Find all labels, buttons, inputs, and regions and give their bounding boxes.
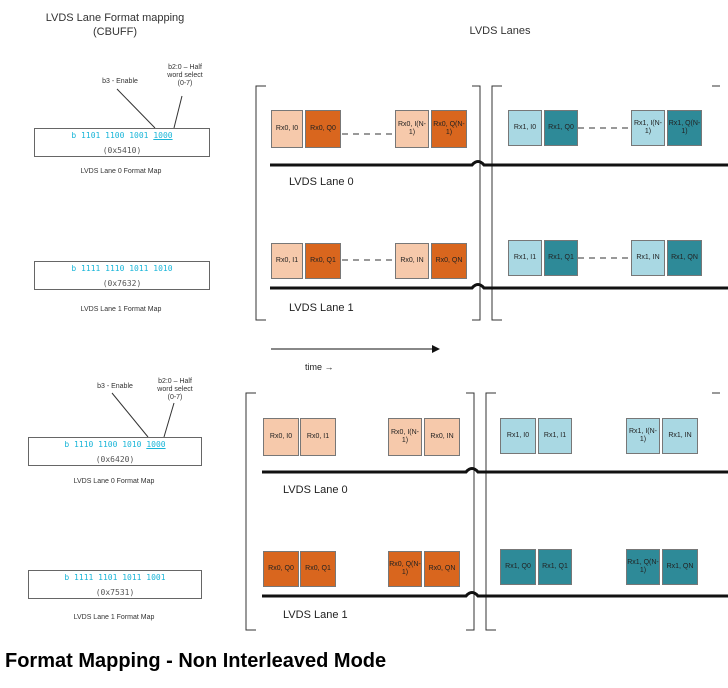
sample-cell: Rx0, QN [431,243,467,279]
sample-cell: Rx0, Q1 [305,243,341,279]
bits-underlined: 1000 [153,131,173,140]
sample-cell: Rx0, I(N-1) [388,418,422,456]
lane0-format-map-label: LVDS Lane 0 Format Map [73,478,155,485]
time-arrow [271,345,440,353]
sample-cell: Rx1, Q1 [538,549,572,585]
sample-cell: Rx0, Q(N-1) [431,110,467,148]
sample-cell: Rx1, I0 [508,110,542,146]
sample-cell: Rx0, Q0 [263,551,299,587]
sample-cell: Rx1, Q0 [544,110,578,146]
sample-cell: Rx0, I1 [271,243,303,279]
format-bits: b 1111 1101 1011 1001 [64,573,166,582]
sample-cell: Rx1, I(N-1) [631,110,665,146]
bits-underlined: 1000 [146,440,166,449]
half-word-arrow [163,402,175,438]
lvds-lanes-heading: LVDS Lanes [469,25,531,37]
sample-cell: Rx1, Q0 [500,549,536,585]
lane0-format-map-label: LVDS Lane 0 Format Map [80,168,162,175]
format-hex: (0x7531) [95,588,135,597]
sample-cell: Rx0, Q0 [305,110,341,148]
page-title: Format Mapping - Non Interleaved Mode [5,650,387,672]
sample-cell: Rx1, IN [662,418,698,454]
bits-text: b 1110 1100 1010 [64,440,147,449]
annot-line: word select [167,72,203,79]
bracket [491,85,502,321]
format-mapping-heading: LVDS Lane Format mapping (CBUFF) [30,11,200,39]
lane-line [262,591,728,598]
lane0-format-map: b 1101 1100 1001 1000 (0x5410) [34,128,210,157]
lane-line [270,160,728,167]
lane0-format-map: b 1110 1100 1010 1000 (0x6420) [28,437,202,466]
lane-line [262,467,728,474]
sample-cell: Rx0, Q1 [300,551,336,587]
bracket [466,392,475,631]
sample-cell: Rx0, Q(N-1) [388,551,422,587]
sample-cell: Rx0, IN [424,418,460,456]
sample-cell: Rx0, IN [395,243,429,279]
sample-cell: Rx1, I(N-1) [626,418,660,454]
sample-cell: Rx1, QN [662,549,698,585]
lane1-format-map: b 1111 1101 1011 1001 (0x7531) [28,570,202,599]
annot-line: (0-7) [167,394,183,401]
sample-cell: Rx1, QN [667,240,702,276]
annot-line: word select [157,386,193,393]
sample-cell: Rx1, I0 [500,418,536,454]
bits-text: b 1101 1100 1001 [71,131,154,140]
format-hex: (0x5410) [102,146,142,155]
lane-line [270,283,728,290]
lane1-label: LVDS Lane 1 [283,609,348,621]
bracket [245,392,256,631]
heading-line-1: LVDS Lane Format mapping [45,12,185,24]
sample-cell: Rx0, I0 [263,418,299,456]
lane0-label: LVDS Lane 0 [289,176,354,188]
lane1-format-map-label: LVDS Lane 1 Format Map [73,614,155,621]
lane0-label: LVDS Lane 0 [283,484,348,496]
sample-cell: Rx1, I1 [538,418,572,454]
half-word-annotation: b2:0 – Half word select (0-7) [160,64,210,88]
sample-cell: Rx0, I1 [300,418,336,456]
sample-cell: Rx1, I1 [508,240,542,276]
half-word-arrow [173,95,183,129]
enable-arrow [111,392,149,438]
lane1-format-map: b 1111 1110 1011 1010 (0x7632) [34,261,210,290]
bracket [472,85,481,321]
sample-cell: Rx0, QN [424,551,460,587]
sample-cell: Rx1, Q(N-1) [626,549,660,585]
sample-cell: Rx1, Q(N-1) [667,110,702,146]
annot-line: b2:0 – Half [158,378,192,385]
lane1-label: LVDS Lane 1 [289,302,354,314]
format-bits: b 1110 1100 1010 1000 [29,440,201,449]
bracket [255,85,266,321]
sample-cell: Rx0, I0 [271,110,303,148]
sample-cell: Rx1, Q1 [544,240,578,276]
sample-cell: Rx1, IN [631,240,665,276]
format-bits: b 1101 1100 1001 1000 [35,131,209,140]
enable-annotation: b3 - Enable [102,78,138,85]
format-hex: (0x7632) [102,279,142,288]
annot-line: b2:0 – Half [168,64,202,71]
enable-annotation: b3 - Enable [97,383,133,390]
lane1-format-map-label: LVDS Lane 1 Format Map [80,306,162,313]
half-word-annotation: b2:0 – Half word select (0-7) [150,378,200,402]
annot-line: (0-7) [177,80,193,87]
bracket [485,392,496,631]
sample-cell: Rx0, I(N-1) [395,110,429,148]
enable-arrow [116,88,156,129]
heading-line-2: (CBUFF) [93,26,137,38]
format-hex: (0x6420) [95,455,135,464]
time-label: time → [305,362,334,372]
format-bits: b 1111 1110 1011 1010 [71,264,173,273]
